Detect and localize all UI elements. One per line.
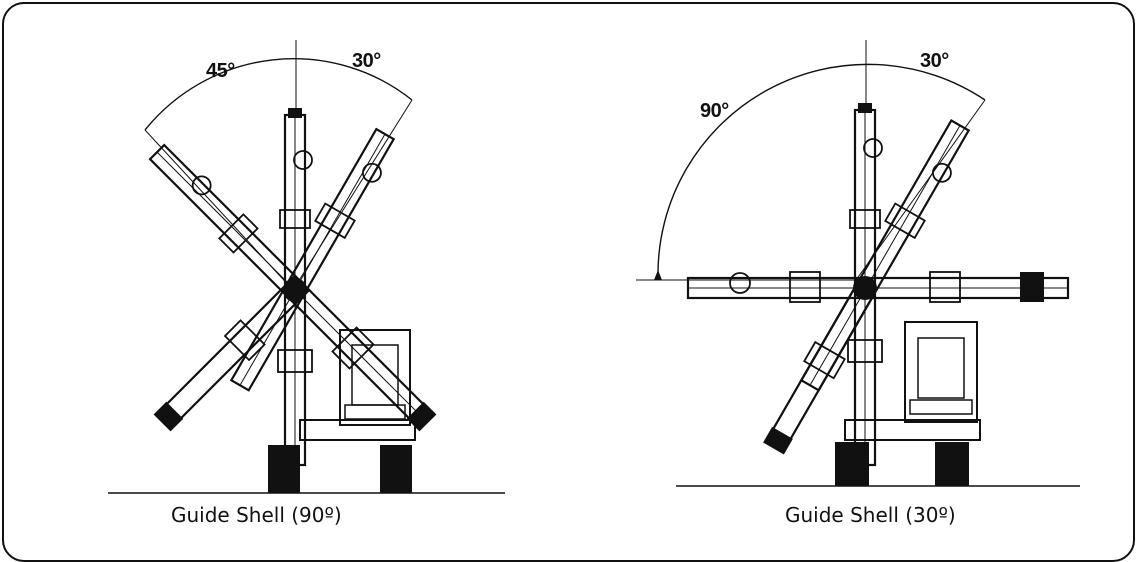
left-angle-arc <box>144 57 413 131</box>
right-arrow <box>654 270 662 280</box>
right-rig-diagram <box>636 40 1080 487</box>
left-caption: Guide Shell (90º) <box>171 503 342 527</box>
right-boom-down <box>763 283 876 455</box>
left-angle-30-label: 30° <box>352 50 381 72</box>
left-track-2 <box>380 445 412 493</box>
left-hub <box>283 278 307 302</box>
right-hub <box>853 276 877 300</box>
drill-rig-diagrams <box>108 40 1080 494</box>
right-track-1 <box>835 442 869 486</box>
left-30-guide <box>292 99 413 291</box>
right-angle-arc <box>657 63 986 279</box>
right-carrier <box>844 321 981 441</box>
left-rig-diagram <box>108 40 505 494</box>
right-angle-90-label: 90° <box>700 100 729 122</box>
right-caption: Guide Shell (30º) <box>785 503 956 527</box>
left-carrier <box>299 329 416 441</box>
left-track-1 <box>268 445 300 493</box>
right-angle-30-label: 30° <box>920 50 949 72</box>
right-track-2 <box>935 442 969 486</box>
right-boom-30 <box>799 118 971 392</box>
left-angle-45-label: 45° <box>206 60 235 82</box>
